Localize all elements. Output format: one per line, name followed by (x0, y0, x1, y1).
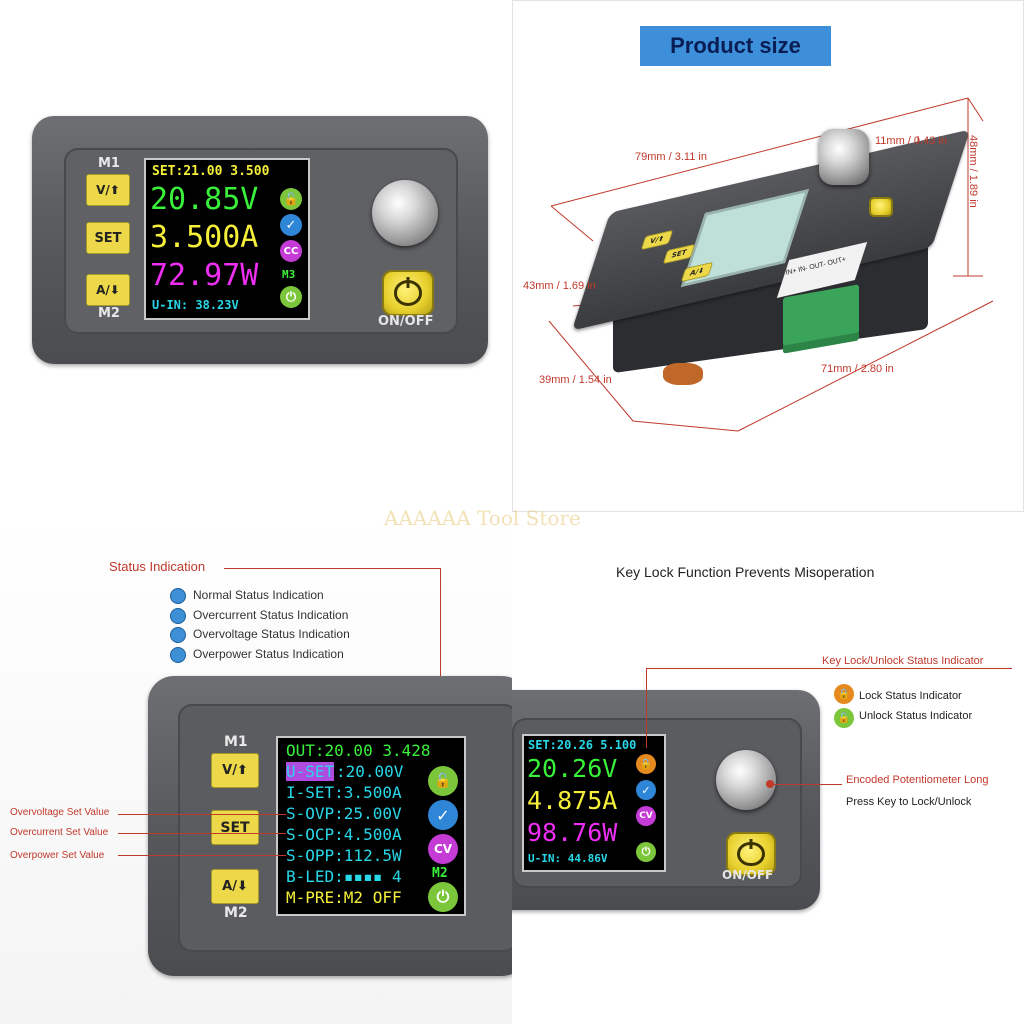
power-button[interactable] (726, 832, 776, 876)
width-bottom-dim: 71mm / 2.80 in (821, 363, 894, 375)
normal-status-icon (170, 588, 186, 604)
lock-callout-title: Key Lock/Unlock Status Indicator (822, 655, 984, 667)
unlock-status-icon: 🔓 (834, 708, 854, 728)
onoff-label: ON/OFF (722, 868, 774, 882)
lock-callout-line-v (646, 668, 647, 748)
set-button[interactable]: SET (86, 222, 130, 254)
overcurrent-status-icon (170, 608, 186, 624)
unlock-icon: 🔓 (280, 188, 302, 210)
unlock-icon: 🔓 (428, 766, 458, 796)
lock-lcd-screen: SET:20.26 5.100 20.26V 4.875A 98.76W U-I… (522, 734, 666, 872)
m2-label: M2 (224, 905, 248, 921)
legend-normal: Normal Status Indication (193, 588, 324, 602)
depth-body-dim: 39mm / 1.54 in (539, 374, 612, 386)
normal-check-icon: ✓ (428, 800, 458, 830)
socp-value: S-OCP:4.500A (286, 825, 402, 844)
current-down-button[interactable]: A/⬇ (86, 274, 130, 306)
uset-value: :20.00V (336, 762, 404, 781)
pot-callout-line2: Press Key to Lock/Unlock (846, 796, 972, 808)
check-status-icon: ✓ (636, 780, 656, 800)
unlock-indicator-label: Unlock Status Indicator (859, 710, 973, 722)
top-right-panel: Product size V/⬆ SET A/⬇ IN+ IN- OUT- OU… (512, 0, 1024, 512)
onoff-label: ON/OFF (378, 314, 434, 329)
lock-status-icon: 🔒 (834, 684, 854, 704)
overvoltage-status-icon (170, 627, 186, 643)
mpre-value: M-PRE:M2 OFF (286, 888, 402, 907)
side-knob[interactable] (819, 129, 869, 185)
status-callout-line-h (224, 568, 440, 569)
voltage-readout: 20.85V (150, 182, 259, 217)
key-lock-title: Key Lock Function Prevents Misoperation (616, 564, 875, 580)
height-dim: 48mm / 1.89 in (967, 135, 979, 208)
store-watermark: AAAAAA Tool Store (384, 506, 581, 530)
bled-value: B-LED:▪▪▪▪ 4 (286, 867, 402, 886)
product-size-title: Product size (640, 26, 831, 66)
encoder-knob[interactable] (372, 180, 438, 246)
voltage-up-button[interactable]: V/⬆ (211, 753, 259, 788)
overpower-status-icon (170, 647, 186, 663)
input-voltage-readout: U-IN: 38.23V (152, 298, 239, 312)
side-power-button[interactable] (869, 197, 893, 217)
bottom-left-panel: Status Indication Normal Status Indicati… (0, 512, 512, 1024)
legend-overcurrent: Overcurrent Status Indication (193, 608, 349, 622)
bottom-right-panel: Key Lock Function Prevents Misoperation … (512, 512, 1024, 1024)
cv-mode-icon: CV (428, 834, 458, 864)
cv-mode-icon: CV (636, 806, 656, 826)
out-readout: OUT:20.00 3.428 (286, 741, 431, 760)
power-readout: 72.97W (150, 258, 259, 293)
power-status-icon: ⏻ (428, 882, 458, 912)
voltage-readout: 20.26V (527, 754, 618, 783)
ovp-callout-line (118, 814, 286, 815)
lock-indicator-label: Lock Status Indicator (859, 690, 962, 702)
pot-callout-line (772, 784, 842, 785)
iset-value: I-SET:3.500A (286, 783, 402, 802)
m1-label: M1 (98, 156, 120, 171)
set-readout: SET:21.00 3.500 (152, 164, 270, 179)
input-voltage-readout: U-IN: 44.86V (528, 852, 608, 865)
power-status-icon: ⏻ (280, 286, 302, 308)
set-button[interactable]: SET (211, 810, 259, 845)
current-readout: 4.875A (527, 786, 618, 815)
sovp-value: S-OVP:25.00V (286, 804, 402, 823)
ocp-callout-line (118, 833, 286, 834)
coil (663, 363, 703, 385)
voltage-up-button[interactable]: V/⬆ (86, 174, 130, 206)
status-indication-title: Status Indication (109, 559, 206, 574)
knob-marker (766, 780, 774, 788)
lock-icon: 🔒 (636, 754, 656, 774)
current-readout: 3.500A (150, 220, 259, 255)
knob-height-dim: 11mm / 0.43 in (875, 135, 947, 147)
power-readout: 98.76W (527, 818, 618, 847)
memory-mode: M3 (282, 268, 296, 281)
set-readout: SET:20.26 5.100 (528, 738, 637, 752)
callout-overvoltage: Overvoltage Set Value (10, 807, 110, 818)
memory-mode: M2 (432, 866, 448, 881)
status-callout-line-v (440, 568, 441, 768)
top-left-panel: M1 V/⬆ SET A/⬇ M2 SET:21.00 3.500 20.85V… (0, 0, 512, 512)
callout-overpower: Overpower Set Value (10, 850, 105, 861)
m1-label: M1 (224, 734, 248, 750)
callout-overcurrent: Overcurrent Set Value (10, 827, 109, 838)
cc-mode-icon: CC (280, 240, 302, 262)
current-down-button[interactable]: A/⬇ (211, 869, 259, 904)
legend-overvoltage: Overvoltage Status Indication (193, 627, 350, 641)
lock-callout-line-h (646, 668, 1012, 669)
power-status-icon: ⏻ (636, 842, 656, 862)
power-button[interactable] (382, 270, 434, 316)
width-top-dim: 79mm / 3.11 in (635, 151, 707, 163)
sopp-value: S-OPP:112.5W (286, 846, 402, 865)
pot-callout-line1: Encoded Potentiometer Long (846, 774, 989, 786)
lcd-screen: SET:21.00 3.500 20.85V 3.500A 72.97W U-I… (144, 158, 310, 320)
depth-left-dim: 43mm / 1.69 in (523, 280, 596, 292)
check-status-icon: ✓ (280, 214, 302, 236)
m2-label: M2 (98, 306, 120, 321)
legend-overpower: Overpower Status Indication (193, 647, 344, 661)
opp-callout-line (118, 855, 286, 856)
uset-key: U-SET (286, 762, 335, 781)
encoder-knob[interactable] (716, 750, 776, 810)
settings-lcd-screen: OUT:20.00 3.428 U-SET :20.00V I-SET:3.50… (276, 736, 466, 916)
